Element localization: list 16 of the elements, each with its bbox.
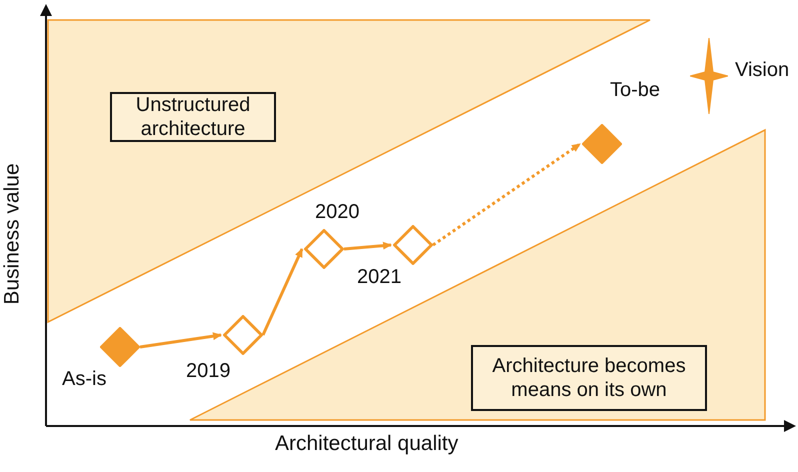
box-label: Unstructured architecture (134, 93, 252, 141)
point-label: 2021 (357, 266, 402, 289)
text-box (110, 92, 276, 142)
arrow (262, 248, 304, 336)
point-label: Vision (735, 59, 790, 82)
axis-title: Business value (0, 163, 24, 305)
point-label: As-is (62, 368, 106, 391)
text-box (471, 345, 707, 411)
arrow (344, 242, 392, 250)
point-label: To-be (610, 79, 660, 102)
point-label: 2019 (186, 360, 230, 383)
arrow (140, 332, 222, 348)
point-label: 2020 (315, 201, 360, 224)
axis-title: Architectural quality (275, 432, 458, 456)
box-label: Architecture becomes means on its own (491, 354, 687, 402)
arrow (432, 142, 581, 246)
